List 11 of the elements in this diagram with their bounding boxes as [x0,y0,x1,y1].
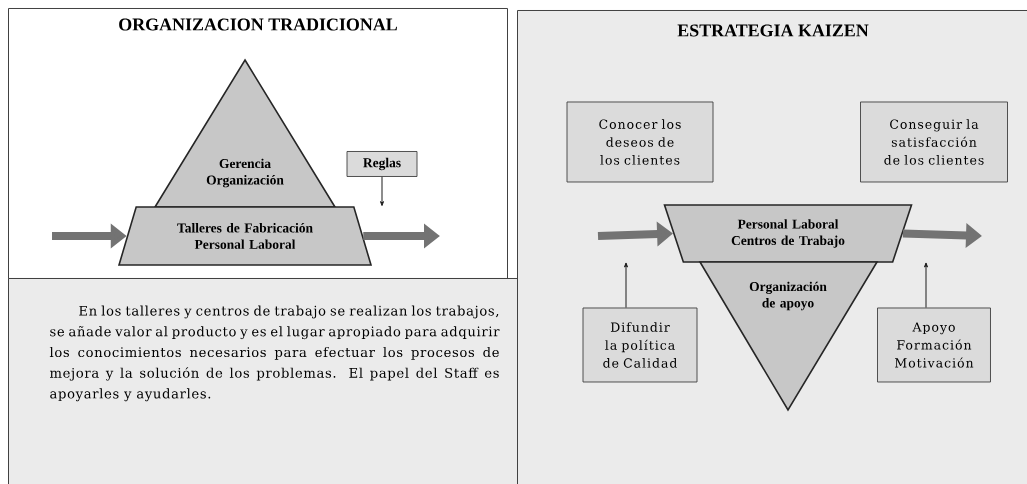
text-box: Conseguir la satisfacción de los clientes [860,101,1008,183]
arrow [380,176,384,207]
arrow [924,262,928,309]
text-box: Apoyo Formación Motivación [877,307,991,383]
text-box: Conocer los deseos de los clientes [566,101,714,183]
text-panel: En los talleres y centros de trabajo se realizan los trabajos, se añade valor al producto y es el lugar apropiado para adquirir los conocimientos necesarios para efectuar los procesos de mejora y la solución de los problemas. El papel del Staff es apoyarles y ayudarles. [8,278,518,484]
text-box: Difundir la política de Calidad [582,307,698,383]
rules-box: Reglas [346,151,418,177]
arrow [624,262,628,309]
funnel-section: Personal Laboral Centros de Trabajo [663,204,913,263]
node-label: En los talleres y centros de trabajo se realizan los trabajos, se añade valor al producto y es el lugar apropiado para adquirir los conocimientos necesarios para efectuar los procesos de mejora y la solución de los problemas. El papel del Staff es apoyarles y ayudarles. [49,305,500,402]
